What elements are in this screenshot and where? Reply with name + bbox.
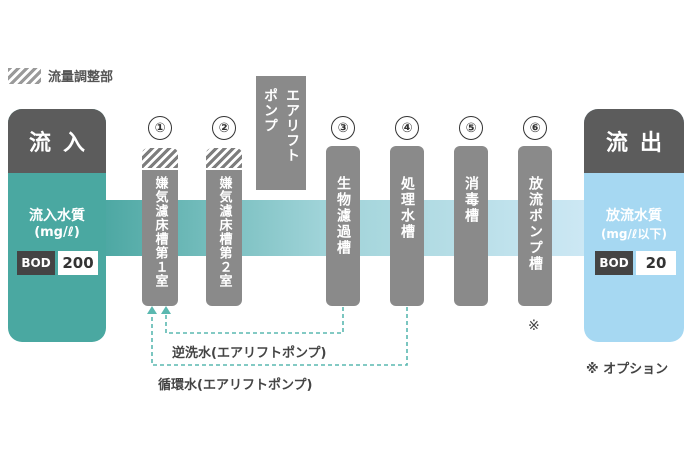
tank-3-number: ③: [331, 116, 355, 140]
inflow-body: 流入水質 (mg/ℓ) BOD 200: [8, 173, 106, 342]
inflow-header-text: 流入: [28, 131, 97, 156]
tank-3: 生物濾過槽: [326, 146, 360, 306]
tank-5-number: ⑤: [459, 116, 483, 140]
tank-2: 嫌気濾床槽第２室: [206, 170, 242, 306]
outflow-bod-value: 20: [636, 251, 676, 275]
recirculation-label: 循環水(エアリフトポンプ): [158, 378, 313, 393]
option-note: ※ オプション: [586, 362, 669, 377]
outflow-header: 流出: [584, 109, 684, 173]
recirculation-line: [151, 307, 408, 366]
outflow-body: 放流水質 (mg/ℓ以下) BOD 20: [584, 173, 684, 342]
outflow-title-line1: 放流水質: [606, 208, 662, 224]
tank-2-number: ②: [212, 116, 236, 140]
inflow-bod-label: BOD: [17, 251, 55, 275]
flow-adjust-legend-label: 流量調整部: [48, 70, 114, 85]
inflow-title-line1: 流入水質: [29, 208, 85, 224]
tank-5: 消毒槽: [454, 146, 488, 306]
outflow-bod-label: BOD: [595, 251, 633, 275]
inflow-header: 流入: [8, 109, 106, 173]
tank-4-number: ④: [395, 116, 419, 140]
pump-tank-note-mark: ※: [528, 318, 540, 334]
outflow-title-line2: (mg/ℓ以下): [600, 227, 668, 241]
tank-6: 放流ポンプ槽: [518, 146, 552, 306]
backwash-arrowhead: [161, 306, 171, 314]
airlift-pump-box: エアリフト ポンプ: [256, 76, 306, 190]
recirculation-arrowhead: [147, 306, 157, 314]
inflow-bod-value: 200: [58, 251, 98, 275]
outflow-header-text: 流出: [605, 131, 674, 156]
tank-1-flow-adjust-hatch: [142, 148, 178, 168]
tank-2-flow-adjust-hatch: [206, 148, 242, 168]
inflow-bod-row: BOD 200: [17, 251, 98, 275]
tank-1: 嫌気濾床槽第１室: [142, 170, 178, 306]
inflow-card: 流入 流入水質 (mg/ℓ) BOD 200: [8, 109, 106, 342]
airlift-pump-line2: ポンプ: [262, 88, 278, 133]
backwash-line: [165, 307, 344, 334]
tank-1-number: ①: [148, 116, 172, 140]
backwash-label: 逆洗水(エアリフトポンプ): [172, 346, 327, 361]
tank-6-number: ⑥: [523, 116, 547, 140]
outflow-card: 流出 放流水質 (mg/ℓ以下) BOD 20: [584, 109, 684, 342]
flow-adjust-legend-swatch: [8, 68, 41, 84]
tank-4: 処理水槽: [390, 146, 424, 306]
airlift-pump-line1: エアリフト: [284, 88, 300, 163]
inflow-title-line2: (mg/ℓ): [34, 225, 80, 240]
outflow-bod-row: BOD 20: [595, 251, 676, 275]
